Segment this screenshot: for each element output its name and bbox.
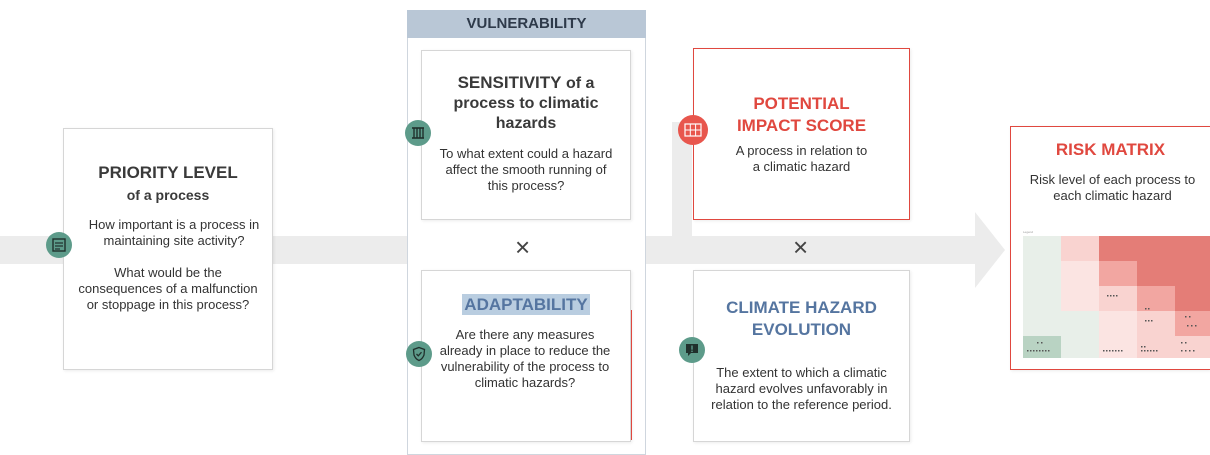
- vulnerability-header: VULNERABILITY: [407, 10, 646, 38]
- potential-impact-card: POTENTIAL IMPACT SCORE A process in rela…: [693, 48, 910, 220]
- priority-question-2: What would be the consequences of a malf…: [78, 265, 258, 312]
- hazard-body: The extent to which a climatic hazard ev…: [711, 365, 892, 412]
- impact-title: POTENTIAL IMPACT SCORE: [736, 94, 867, 135]
- adaptability-body: Are there any measures already in place …: [439, 327, 611, 390]
- grid-icon: [678, 115, 708, 145]
- sensitivity-title: SENSITIVITY of a process to climatic haz…: [434, 73, 618, 134]
- priority-subtitle: of a process: [126, 187, 210, 203]
- vulnerability-title: VULNERABILITY: [466, 15, 587, 32]
- climate-hazard-card: CLIMATE HAZARD EVOLUTION The extent to w…: [693, 270, 910, 442]
- sensitivity-title-strong: SENSITIVITY: [457, 73, 562, 92]
- priority-title: PRIORITY LEVEL: [98, 163, 238, 182]
- risk-body: Risk level of each process to each clima…: [1029, 172, 1196, 203]
- adaptability-red-line: [631, 310, 632, 440]
- adaptability-card: ADAPTABILITY Are there any measures alre…: [421, 270, 631, 442]
- adaptability-title: ADAPTABILITY: [462, 294, 590, 315]
- checklist-icon: [46, 232, 72, 258]
- multiply-operator-right: ×: [793, 232, 809, 262]
- impact-body: A process in relation to a climatic haza…: [735, 143, 868, 174]
- shield-icon: [406, 341, 432, 367]
- hazard-title: CLIMATE HAZARD EVOLUTION: [726, 298, 877, 339]
- multiply-operator-left: ×: [515, 232, 531, 262]
- priority-level-card: PRIORITY LEVEL of a process How importan…: [63, 128, 273, 370]
- risk-matrix-thumbnail: Legend: [1023, 230, 1210, 358]
- svg-text:Legend: Legend: [1023, 230, 1033, 234]
- sensitivity-body: To what extent could a hazard affect the…: [439, 146, 613, 193]
- barrier-icon: [405, 120, 431, 146]
- alert-icon: [679, 337, 705, 363]
- sensitivity-title-rest: of a process to climatic hazards: [453, 75, 599, 132]
- risk-title: RISK MATRIX: [1055, 140, 1166, 159]
- priority-question-1: How important is a process in maintainin…: [88, 217, 260, 248]
- sensitivity-card: SENSITIVITY of a process to climatic haz…: [421, 50, 631, 220]
